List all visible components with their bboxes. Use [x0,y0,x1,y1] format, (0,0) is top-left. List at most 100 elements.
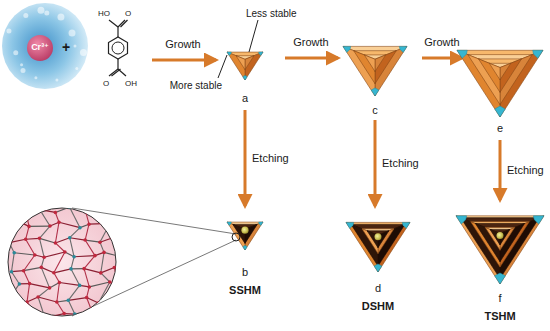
framework-link [29,225,50,227]
stable-corner [533,216,544,224]
label-text: Cr³⁺ [31,43,49,53]
framework-atom [7,241,11,245]
water-bubble [69,29,76,36]
framework-link [54,269,71,273]
framework-atom [83,238,87,242]
framework-link [38,297,57,302]
framework-link [68,298,86,301]
water-bubble [20,63,23,66]
framework-atom [72,255,76,259]
leader-line [218,55,227,78]
framework-link [84,269,89,287]
framework-atom [78,284,82,288]
framework-atom [33,253,37,257]
framework-atom [25,300,29,304]
framework-atom [69,267,73,271]
label-text: O [125,10,131,19]
core-sphere [241,227,248,234]
water-bubble [80,49,87,56]
framework-atom [93,254,97,258]
framework-atom [93,316,97,320]
zoom-circle [8,208,116,316]
framework-link [70,238,85,240]
water-bubble [6,29,11,34]
framework-link [9,239,25,242]
framework-atom [98,240,102,244]
framework-atom [54,241,58,245]
water-bubble [75,67,78,70]
framework-link [25,208,40,210]
framework-link [26,226,29,239]
framework-link [26,238,40,240]
framework-atom [117,226,121,230]
framework-atom [12,251,16,255]
label-text: f [498,292,501,304]
stable-corner [402,222,410,228]
framework-link [70,207,80,228]
stable-corner [243,245,247,250]
label-text: Etching [382,157,419,169]
framework-link [87,298,95,318]
framework-link [70,228,80,238]
framework-link [38,288,49,297]
leader-line [249,20,258,52]
process-arrow [244,110,247,206]
framework-atom [97,301,101,305]
framework-atom [54,211,58,215]
framework-link [89,282,109,287]
framework-link [26,239,35,255]
framework-atom [103,311,107,315]
process-arrow [374,120,377,206]
framework-atom [62,312,66,316]
label-text: OH [125,80,137,89]
chemical-bond [117,27,118,37]
framework-link [71,269,80,286]
framework-link [71,268,84,269]
label-text: b [242,266,248,278]
framework-link [115,228,119,237]
label-text: Growth [165,38,200,50]
framework-atom [108,280,112,284]
label-text: Less stable [246,8,297,19]
framework-link [99,207,116,211]
framework-atom [57,220,61,224]
framework-link [57,302,64,314]
framework-link [30,284,50,288]
framework-atom [73,312,77,316]
framework-atom [63,250,67,254]
framework-link [9,222,20,243]
framework-link [86,211,89,224]
label-text: More stable [170,80,222,91]
framework-link [75,314,95,318]
framework-link [116,299,124,316]
framework-link [41,267,49,288]
label-text: Growth [293,36,328,48]
framework-link [8,300,27,302]
framework-link [34,313,45,318]
framework-link [85,240,95,256]
framework-link [11,272,19,284]
framework-link [27,284,30,302]
stable-corner [495,273,506,284]
framework-link [98,282,109,303]
framework-link [105,312,125,315]
framework-atom [38,208,42,212]
framework-link [115,237,125,258]
framework-atom [36,295,40,299]
framework-link [68,285,79,300]
water-bubble [55,78,58,81]
framework-link [11,271,23,272]
framework-link [24,267,42,270]
framework-link [101,252,104,273]
framework-link [39,238,55,243]
label-text: DSHM [362,300,394,312]
framework-link [39,238,44,257]
framework-atom [87,222,91,226]
stable-corner [227,222,231,225]
crystal-face [236,56,245,70]
framework-atom [43,316,47,320]
framework-atom [18,220,22,224]
framework-atom [24,237,28,241]
framework-link [114,258,125,268]
label-text: SSHM [229,284,261,296]
